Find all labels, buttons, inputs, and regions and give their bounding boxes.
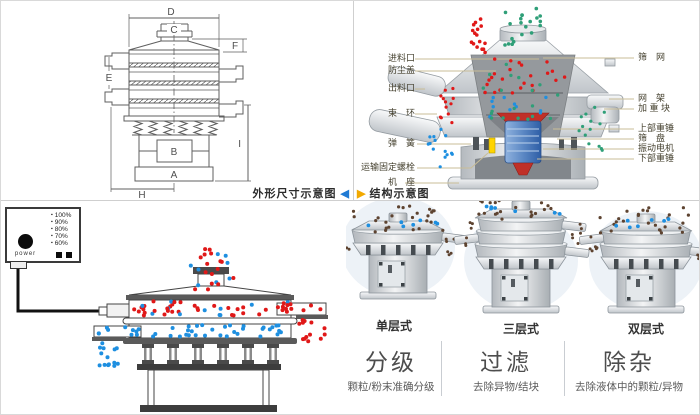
level-list: ▪100% ▪90% ▪80% ▪70% ▪60% (51, 212, 71, 247)
level-90: 90% (54, 219, 68, 226)
label-screen-mesh: 筛 网 (638, 52, 666, 62)
lid (128, 285, 292, 296)
dimension-lines (104, 14, 251, 192)
power-knob[interactable] (18, 234, 33, 249)
label-feed-inlet: 进料口 (387, 53, 415, 63)
function-filtering: 过滤 (480, 349, 532, 375)
type-name-triple: 三层式 (502, 322, 539, 336)
power-cable (16, 267, 103, 313)
principle-machine (16, 267, 328, 412)
dim-label-f: F (232, 41, 238, 52)
springs (142, 344, 279, 364)
structure-particles (426, 6, 606, 169)
dim-label-b: B (171, 147, 178, 158)
structure-caption-text: 结构示意图 (369, 188, 430, 200)
base-cylinder (147, 369, 270, 408)
label-lines (405, 57, 634, 184)
panel-cable-tab (10, 261, 27, 269)
label-transport-bolt: 运输固定螺栓 (360, 162, 415, 172)
structure-panel: 进料口 防尘盖 出料口 束 环 弹 簧 运输固定螺栓 机 座 筛 网 网 架 加… (353, 1, 699, 201)
desc-grading: 颗粒/粉末准确分级 (347, 381, 435, 393)
dimension-panel: D C F E B I A H 外形尺寸示意图 ◀ (1, 1, 353, 200)
label-upper-hammer: 上部重锤 (638, 123, 675, 133)
dim-label-i: I (238, 139, 241, 150)
dimension-caption: 外形尺寸示意图 ◀ (252, 185, 349, 201)
label-machine-base: 机 座 (387, 177, 415, 187)
indicator-square (56, 252, 62, 258)
structure-caption: ▶ 结构示意图 (357, 185, 430, 201)
structure-drawing (368, 6, 634, 190)
label-dust-cover: 防尘盖 (387, 65, 415, 75)
level-bullet-icon: ▪ (51, 226, 53, 232)
column-divider (564, 341, 565, 396)
panel-divider-vertical (353, 1, 354, 200)
label-lower-hammer: 下部重锤 (638, 153, 675, 163)
label-spring: 弹 簧 (387, 138, 415, 148)
level-100: 100% (54, 212, 72, 219)
label-sieve-plate: 筛 盘 (638, 133, 666, 143)
dimension-drawing: D C F E B I A H (104, 7, 251, 200)
dim-label-a: A (171, 170, 178, 181)
indicator-square (66, 252, 72, 258)
type-illustrations (346, 201, 699, 314)
dimension-letters: D C F E B I A H (106, 7, 241, 200)
lower-hammer (512, 162, 534, 176)
label-clamp-ring: 束 环 (387, 108, 415, 118)
power-label: power (14, 251, 37, 257)
dimension-caption-text: 外形尺寸示意图 (252, 188, 337, 200)
vibration-motor (504, 120, 542, 164)
level-bullet-icon: ▪ (51, 219, 53, 225)
right-arrow-icon: ▶ (357, 188, 366, 200)
label-discharge-outlet: 出料口 (387, 83, 415, 93)
left-arrow-icon: ◀ (340, 188, 349, 200)
dim-label-h: H (138, 190, 145, 200)
structure-machine (368, 24, 624, 190)
level-70: 70% (54, 233, 68, 240)
principle-particles (96, 247, 327, 368)
dim-label-e: E (106, 73, 113, 84)
label-mesh-frame: 网 架 (638, 93, 666, 103)
principle-panel: power ▪100% ▪90% ▪80% ▪70% ▪60% (1, 201, 346, 414)
level-bullet-icon: ▪ (51, 212, 53, 218)
label-weight-block: 加 重 块 (638, 103, 671, 113)
type-name-single: 单层式 (375, 319, 412, 333)
level-bullet-icon: ▪ (51, 233, 53, 239)
cable-connector (106, 303, 130, 318)
label-vibration-motor: 振动电机 (638, 143, 675, 153)
label-backing (167, 24, 181, 35)
function-grading: 分级 (365, 349, 417, 375)
panel-divider-horizontal (1, 200, 699, 201)
transport-bolt-highlight (488, 137, 496, 154)
column-divider (441, 341, 442, 396)
desc-removal: 去除液体中的颗粒/异物 (575, 381, 683, 393)
level-60: 60% (54, 240, 68, 247)
level-80: 80% (54, 226, 68, 233)
type-machines (346, 201, 699, 314)
desc-filtering: 去除异物/结块 (473, 381, 539, 393)
types-panel: 单层式 三层式 双层式 分级 过滤 除杂 颗粒/粉末准确分级 去除异物/结块 去… (346, 201, 699, 414)
type-name-double: 双层式 (627, 322, 664, 336)
speed-control-panel: power ▪100% ▪90% ▪80% ▪70% ▪60% (5, 207, 81, 263)
dim-label-c: C (170, 25, 177, 36)
dim-label-d: D (167, 7, 174, 18)
function-removal: 除杂 (603, 349, 655, 375)
level-bullet-icon: ▪ (51, 240, 53, 246)
principle-drawing (16, 247, 328, 412)
